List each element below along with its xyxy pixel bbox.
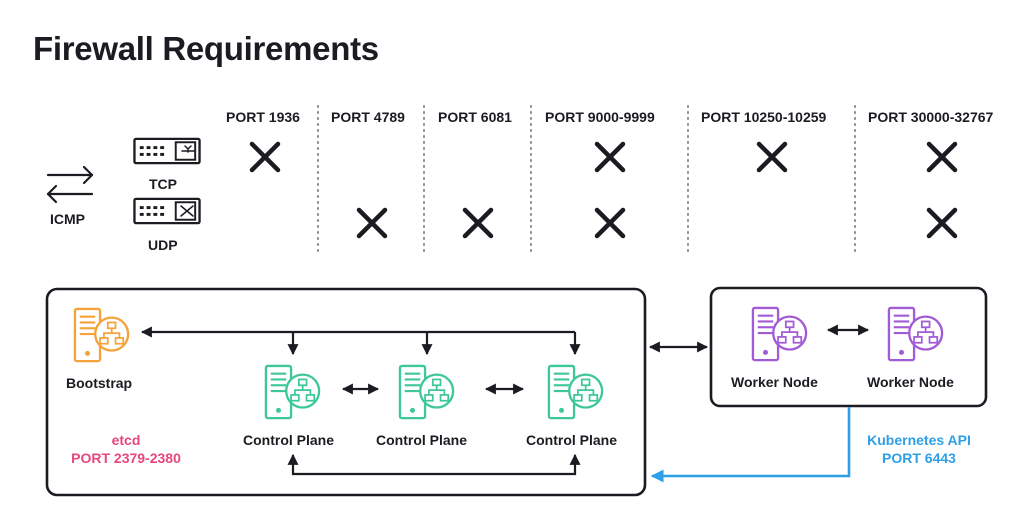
x-mark-9000-udp [594,207,626,239]
kube-api-arrow [650,407,851,483]
port-header-10250-10259: PORT 10250-10259 [701,109,827,125]
x-mark-30000-tcp [926,141,958,173]
udp-label: UDP [148,237,178,253]
port-header-1936: PORT 1936 [226,109,300,125]
control-plane-label-1: Control Plane [243,432,335,448]
column-separators [317,105,856,257]
icmp-label: ICMP [50,211,85,227]
worker-node-label-2: Worker Node [867,374,954,390]
worker-node-label-1: Worker Node [731,374,818,390]
bootstrap-label: Bootstrap [66,375,133,391]
port-header-4789: PORT 4789 [331,109,405,125]
control-plane-bottom-loop [287,453,581,476]
icmp-arrows-icon [46,165,94,204]
kube-api-port: PORT 6443 [882,450,956,466]
etcd-port: PORT 2379-2380 [71,450,181,466]
page-title: Firewall Requirements [33,30,379,67]
x-mark-1936-tcp [249,141,281,173]
control-plane-label-3: Control Plane [526,432,618,448]
control-plane-label-2: Control Plane [376,432,468,448]
bootstrap-links [140,326,581,356]
worker-cluster-box [709,286,988,408]
port-header-9000-9999: PORT 9000-9999 [545,109,655,125]
x-mark-9000-tcp [594,141,626,173]
etcd-name: etcd [111,432,141,448]
kube-api-name: Kubernetes API [867,432,971,448]
tcp-switch-icon [133,137,201,165]
x-mark-30000-udp [926,207,958,239]
control-plane-server-icon-2 [398,364,455,420]
port-header-6081: PORT 6081 [438,109,512,125]
x-mark-10250-tcp [756,141,788,173]
worker-server-icon-2 [887,306,944,362]
tcp-label: TCP [149,176,177,192]
control-plane-server-icon-1 [264,364,321,420]
port-header-30000-32767: PORT 30000-32767 [868,109,994,125]
control-plane-cluster-box [45,287,647,497]
x-mark-4789-udp [356,207,388,239]
x-mark-6081-udp [462,207,494,239]
udp-switch-icon [133,197,201,225]
control-plane-server-icon-3 [547,364,604,420]
x-marks [249,141,958,239]
bootstrap-server-icon [73,307,130,363]
worker-server-icon-1 [751,306,808,362]
